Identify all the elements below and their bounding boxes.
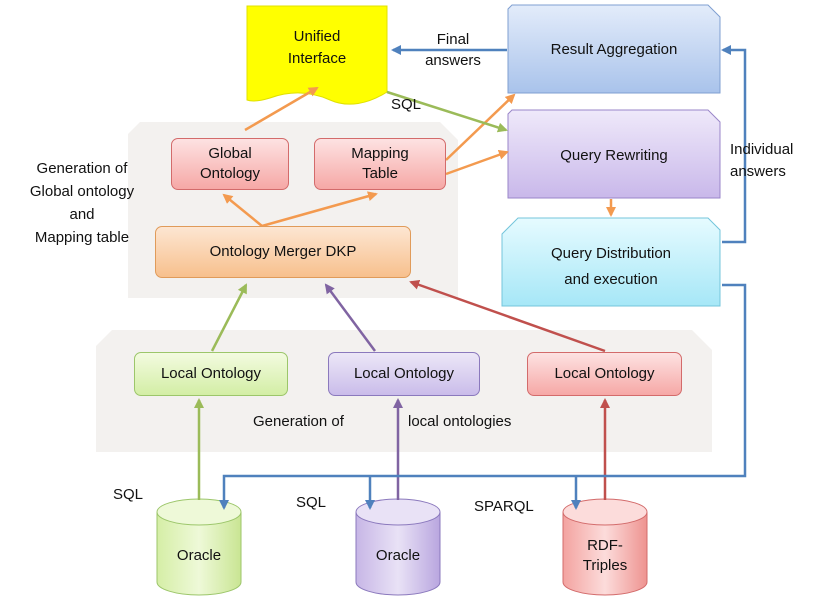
oracle-db-2-label: Oracle [375,547,421,564]
unified-interface-shape [246,5,388,105]
final-answers-label: Final answers [425,31,481,69]
unified-interface-label: Unified Interface [287,28,347,67]
rdf-triples-cylinder [562,498,648,596]
query-distribution-label: Query Distribution and execution [550,245,672,288]
local-ontology-1-box: Local Ontology [134,352,288,396]
arrow-mapping-to-result [445,93,516,161]
arrow-merger-to-global [222,193,263,227]
local-ontology-3-box: Local Ontology [527,352,682,396]
arrow-interface-to-rewriting [386,90,508,133]
oracle-db-2-cylinder [355,498,441,596]
arrow-local1-to-merger [210,283,248,352]
query-rewriting-label: Query Rewriting [560,147,668,164]
arrow-global-to-interface [244,86,319,132]
local-generation-label-b: local ontologies [408,413,512,430]
arrow-distribution-to-result [721,45,747,244]
arrow-merger-to-mapping [261,191,378,228]
rdf-triples-label: RDF- Triples [582,537,628,574]
sql-top-label: SQL [391,96,422,113]
individual-answers-label: Individual answers [730,141,794,180]
result-aggregation-label: Result Aggregation [550,41,678,58]
arrow-distribution-to-oracle1 [219,283,747,510]
query-rewriting-shape [507,109,721,199]
sparql-label: SPARQL [474,498,534,515]
global-ontology-box: Global Ontology [171,138,289,190]
sql-left-label: SQL [113,486,144,503]
arrow-local2-to-merger [324,283,377,352]
local-ontology-2-box: Local Ontology [328,352,480,396]
mapping-table-box: Mapping Table [314,138,446,190]
global-generation-label: Generation of Global ontology and Mappin… [29,160,135,246]
local-generation-label-a: Generation of [253,413,344,430]
arrow-mapping-to-rewriting [445,150,509,176]
sql-mid-label: SQL [296,494,327,511]
arrow-local3-to-merger [409,279,606,353]
ontology-merger-box: Ontology Merger DKP [155,226,411,278]
oracle-db-1-label: Oracle [176,547,222,564]
result-aggregation-shape [507,4,721,94]
query-distribution-shape [501,217,721,307]
